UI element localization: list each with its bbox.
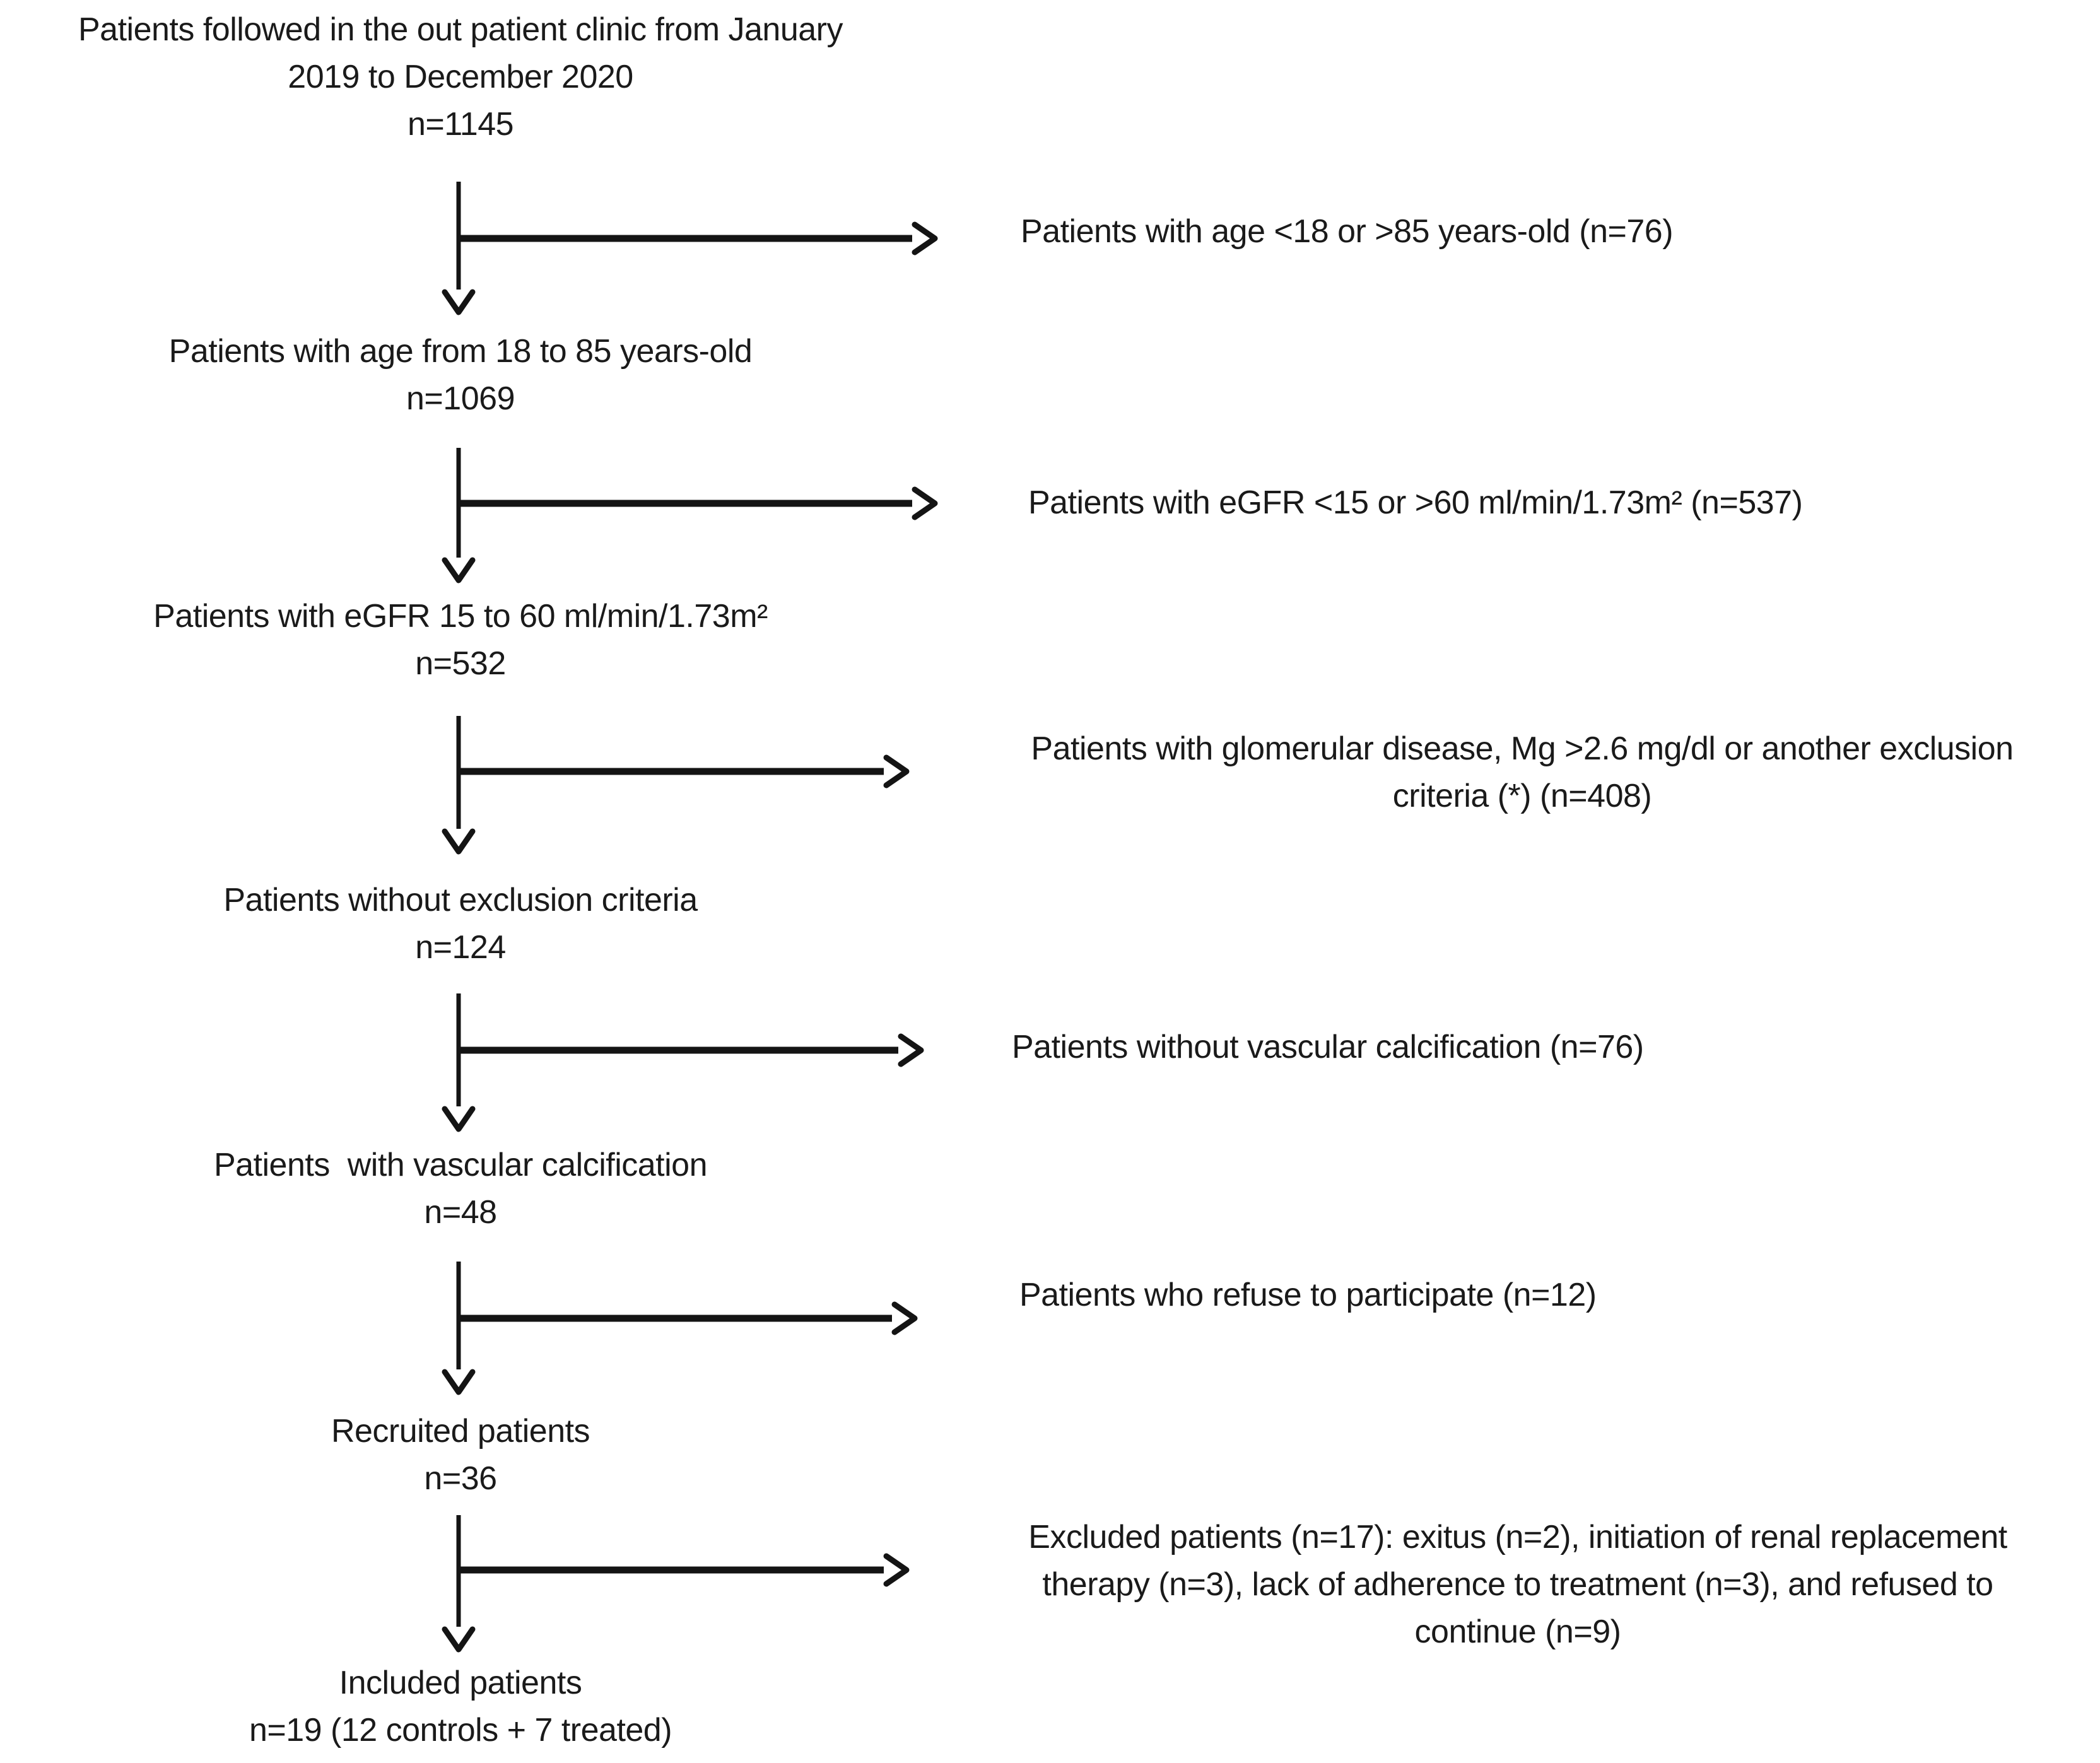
step-n-value: n=532 [415,645,506,682]
step-n-value: n=19 (12 controls + 7 treated) [249,1712,672,1748]
step-text-line: 2019 to December 2020 [288,59,633,95]
step-n-value: n=36 [424,1460,497,1497]
exclusion-text-line: Patients with eGFR <15 or >60 ml/min/1.7… [1028,484,1803,521]
exclusion-text-line: therapy (n=3), lack of adherence to trea… [1042,1566,1993,1603]
step-text-line: Included patients [339,1665,582,1701]
exclusion-text-line: Patients with glomerular disease, Mg >2.… [1031,730,2014,767]
step-n-value: n=124 [415,929,506,966]
step-n-value: n=1145 [407,106,514,143]
step-included-patients: Included patients n=19 (12 controls + 7 … [0,1660,921,1754]
step-text-line: Patients followed in the out patient cli… [78,11,843,48]
exclusion-egfr: Patients with eGFR <15 or >60 ml/min/1.7… [1028,479,1803,527]
step-egfr-15-60: Patients with eGFR 15 to 60 ml/min/1.73m… [0,593,921,688]
step-text-line: Patients with vascular calcification [213,1147,708,1183]
step-no-exclusion-criteria: Patients without exclusion criteria n=12… [0,877,921,971]
exclusion-text-line: Patients with age <18 or >85 years-old (… [1021,213,1674,250]
step-text-line: Patients with age from 18 to 85 years-ol… [168,333,753,370]
exclusion-text-line: continue (n=9) [1414,1614,1621,1650]
step-age-18-85: Patients with age from 18 to 85 years-ol… [0,328,921,423]
exclusion-refuse-participate: Patients who refuse to participate (n=12… [1019,1272,1597,1319]
step-n-value: n=1069 [406,380,515,417]
step-outpatient-clinic: Patients followed in the out patient cli… [0,6,921,148]
exclusion-excluded-patients: Excluded patients (n=17): exitus (n=2), … [940,1514,2096,1656]
exclusion-text-line: Patients without vascular calcification … [1012,1029,1644,1065]
step-text-line: Recruited patients [331,1413,590,1450]
exclusion-text-line: Patients who refuse to participate (n=12… [1019,1277,1597,1313]
exclusion-age: Patients with age <18 or >85 years-old (… [1021,208,1674,255]
exclusion-text-line: Excluded patients (n=17): exitus (n=2), … [1028,1519,2007,1555]
step-recruited-patients: Recruited patients n=36 [0,1408,921,1502]
exclusion-glomerular-mg: Patients with glomerular disease, Mg >2.… [944,725,2100,820]
exclusion-text-line: criteria (*) (n=408) [1392,778,1652,814]
step-vascular-calcification: Patients with vascular calcification n=4… [0,1142,921,1236]
step-text-line: Patients with eGFR 15 to 60 ml/min/1.73m… [153,598,768,635]
step-n-value: n=48 [424,1194,497,1231]
exclusion-no-vascular-calcification: Patients without vascular calcification … [1012,1024,1644,1071]
step-text-line: Patients without exclusion criteria [223,882,698,918]
